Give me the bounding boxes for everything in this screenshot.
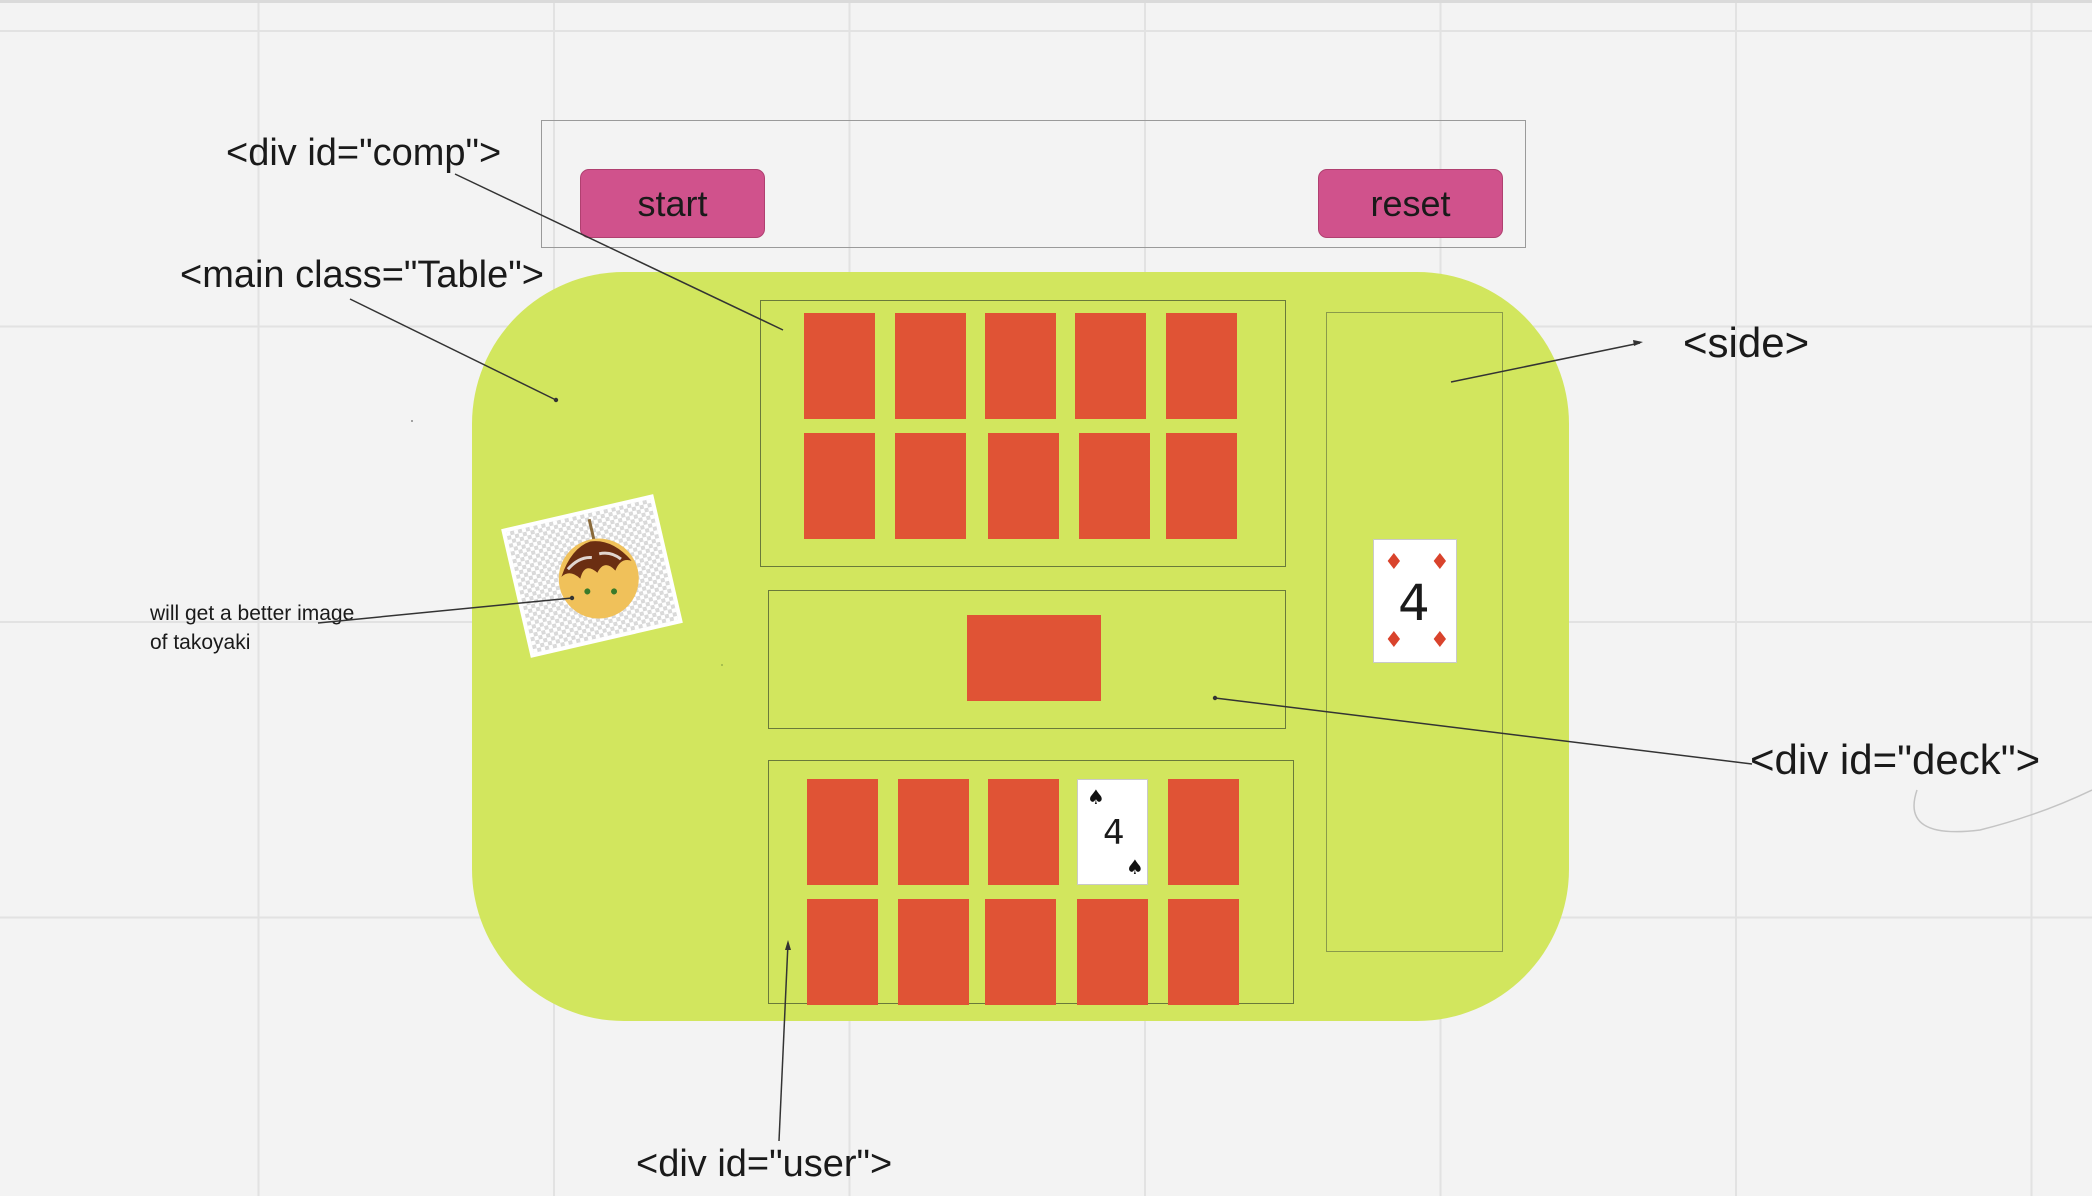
comp-card[interactable] [1166, 433, 1237, 539]
user-card[interactable] [1168, 779, 1239, 885]
comp-card[interactable] [804, 313, 875, 419]
user-card[interactable] [985, 899, 1056, 1005]
user-card[interactable] [1077, 899, 1148, 1005]
comp-card[interactable] [1075, 313, 1146, 419]
diamond-icon: ♦ [1384, 550, 1404, 575]
deck-card[interactable] [967, 615, 1101, 701]
label-table: <main class="Table"> [180, 254, 544, 296]
user-face-card[interactable]: ♠ 4 ♠ [1077, 779, 1148, 885]
diamond-icon: ♦ [1430, 550, 1450, 575]
leader-takoyaki [317, 597, 573, 624]
comp-card[interactable] [1166, 313, 1237, 419]
diamond-icon: ♦ [1384, 628, 1404, 653]
leader-comp [454, 173, 784, 331]
comp-card[interactable] [1079, 433, 1150, 539]
label-deck: <div id="deck"> [1750, 736, 2041, 783]
comp-card[interactable] [988, 433, 1059, 539]
card-rank: 4 [1103, 813, 1125, 853]
takoyaki-icon [558, 518, 639, 619]
comp-card[interactable] [895, 433, 966, 539]
user-card[interactable] [1168, 899, 1239, 1005]
leader-side [1450, 342, 1641, 383]
user-card[interactable] [898, 779, 969, 885]
takoyaki-note-line-1: will get a better image [150, 602, 355, 625]
button-bar [541, 120, 1526, 248]
user-card[interactable] [898, 899, 969, 1005]
card-rank: 4 [1398, 574, 1430, 632]
side-face-card[interactable]: ♦ ♦ 4 ♦ ♦ [1373, 539, 1457, 663]
top-rule [0, 0, 2092, 3]
spade-icon: ♠ [1087, 785, 1105, 809]
takoyaki-note-line-2: of takoyaki [150, 631, 251, 654]
leader-table [349, 298, 557, 401]
leader-user [778, 942, 789, 1142]
comp-card[interactable] [804, 433, 875, 539]
spade-icon: ♠ [1126, 855, 1144, 879]
deck-zone [768, 590, 1286, 729]
diamond-icon: ♦ [1430, 628, 1450, 653]
user-card[interactable] [988, 779, 1059, 885]
label-side: <side> [1683, 319, 1810, 366]
label-comp: <div id="comp"> [226, 132, 502, 174]
leader-deck [1214, 697, 1753, 765]
stray-curve [1913, 789, 2092, 833]
user-card[interactable] [807, 899, 878, 1005]
comp-card[interactable] [895, 313, 966, 419]
label-user: <div id="user"> [636, 1143, 893, 1185]
takoyaki-note: will get a better image of takoyaki [150, 599, 354, 657]
start-button[interactable]: start [580, 169, 765, 238]
takoyaki-image [505, 498, 679, 654]
side-zone [1326, 312, 1503, 952]
comp-card[interactable] [985, 313, 1056, 419]
user-card[interactable] [807, 779, 878, 885]
reset-button[interactable]: reset [1318, 169, 1503, 238]
comp-zone [760, 300, 1286, 567]
